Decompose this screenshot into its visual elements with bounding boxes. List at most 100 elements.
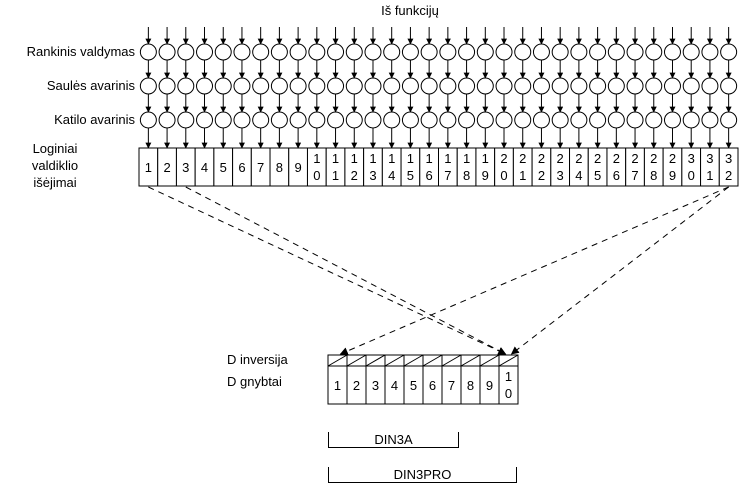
logical-output-number: 2 <box>519 151 526 166</box>
function-node <box>663 111 681 129</box>
function-node <box>626 111 644 129</box>
function-node <box>476 43 494 61</box>
d-terminal-cell: 4 <box>384 354 405 405</box>
logical-output-number: 7 <box>631 168 638 183</box>
function-node <box>458 77 476 95</box>
d-terminal-number: 1 <box>334 378 341 393</box>
function-node <box>196 77 214 95</box>
d-terminal-cell: 2 <box>346 354 367 405</box>
d-terminal-number: 8 <box>467 378 474 393</box>
logical-output-number: 6 <box>613 168 620 183</box>
logical-output-number: 2 <box>557 151 564 166</box>
inversion-diagonal <box>327 354 348 367</box>
function-node <box>270 77 288 95</box>
function-node <box>270 43 288 61</box>
logical-output-cell: 12 <box>344 147 365 187</box>
function-node <box>345 111 363 129</box>
function-chain-column <box>383 27 401 149</box>
logical-output-number: 6 <box>426 168 433 183</box>
from-functions-label: Iš funkcijų <box>381 3 439 18</box>
function-node <box>233 43 251 61</box>
function-node <box>139 77 157 95</box>
logical-output-number: 2 <box>613 151 620 166</box>
function-node <box>514 111 532 129</box>
function-node <box>308 111 326 129</box>
function-node <box>701 111 719 129</box>
function-chain-column <box>532 27 550 149</box>
d-terminal-cell: 8 <box>460 354 481 405</box>
function-node <box>682 77 700 95</box>
function-node <box>551 43 569 61</box>
mapping-line <box>185 186 507 355</box>
function-node <box>420 111 438 129</box>
function-node <box>289 43 307 61</box>
function-node <box>327 43 345 61</box>
d-terminal-cell: 7 <box>441 354 462 405</box>
logical-output-number: 9 <box>482 168 489 183</box>
logical-output-number: 2 <box>631 151 638 166</box>
logical-output-number: 3 <box>725 151 732 166</box>
mapping-lines <box>148 186 729 355</box>
d-terminal-cell: 1 <box>327 354 348 405</box>
logical-output-cell: 26 <box>606 147 627 187</box>
function-node <box>364 43 382 61</box>
function-node <box>252 77 270 95</box>
function-node <box>364 111 382 129</box>
inversion-diagonal <box>498 354 519 367</box>
d-terminal-number: 7 <box>448 378 455 393</box>
d-terminal-number: 9 <box>486 378 493 393</box>
d-inversion-label: D inversija <box>227 352 288 367</box>
function-node <box>551 77 569 95</box>
logical-output-cell: 11 <box>325 147 346 187</box>
function-node <box>607 43 625 61</box>
function-chain-columns <box>139 27 738 149</box>
logical-output-cell: 1 <box>138 147 159 187</box>
function-node <box>551 111 569 129</box>
logical-output-number: 7 <box>257 160 264 175</box>
mapping-line <box>148 186 507 355</box>
function-node <box>214 77 232 95</box>
logical-output-cell: 31 <box>700 147 720 187</box>
logical-output-number: 4 <box>201 160 208 175</box>
function-chain-column <box>439 27 457 149</box>
function-node <box>289 111 307 129</box>
function-node <box>233 77 251 95</box>
logical-output-number: 1 <box>145 160 152 175</box>
function-chain-column <box>420 27 438 149</box>
d-terminal-number: 1 <box>505 369 512 384</box>
function-chain-column <box>701 27 719 149</box>
logical-output-number: 1 <box>482 151 489 166</box>
logical-output-number: 9 <box>669 168 676 183</box>
logical-output-number: 8 <box>650 168 657 183</box>
logical-output-number: 1 <box>407 151 414 166</box>
function-node <box>401 111 419 129</box>
function-node <box>439 77 457 95</box>
function-node <box>439 111 457 129</box>
function-node <box>383 111 401 129</box>
function-node <box>458 43 476 61</box>
function-node <box>289 77 307 95</box>
function-node <box>214 43 232 61</box>
function-node <box>158 43 176 61</box>
logical-output-number: 8 <box>276 160 283 175</box>
function-chain-column <box>252 27 270 149</box>
function-chain-column <box>364 27 382 149</box>
logical-output-cell: 16 <box>419 147 439 187</box>
logical-output-cell: 24 <box>569 147 589 187</box>
function-chain-column <box>345 27 363 149</box>
function-node <box>645 111 663 129</box>
inversion-diagonal <box>365 354 386 367</box>
function-node <box>177 111 195 129</box>
din3pro-bracket <box>328 467 517 483</box>
function-node <box>327 77 345 95</box>
logical-output-number: 3 <box>182 160 189 175</box>
function-node <box>177 43 195 61</box>
logical-output-cell: 27 <box>625 147 645 187</box>
function-node <box>570 43 588 61</box>
function-chain-column <box>626 27 644 149</box>
logical-output-number: 1 <box>706 168 713 183</box>
model-brackets <box>328 432 517 483</box>
function-node <box>589 43 607 61</box>
logical-output-cell: 20 <box>494 147 514 187</box>
